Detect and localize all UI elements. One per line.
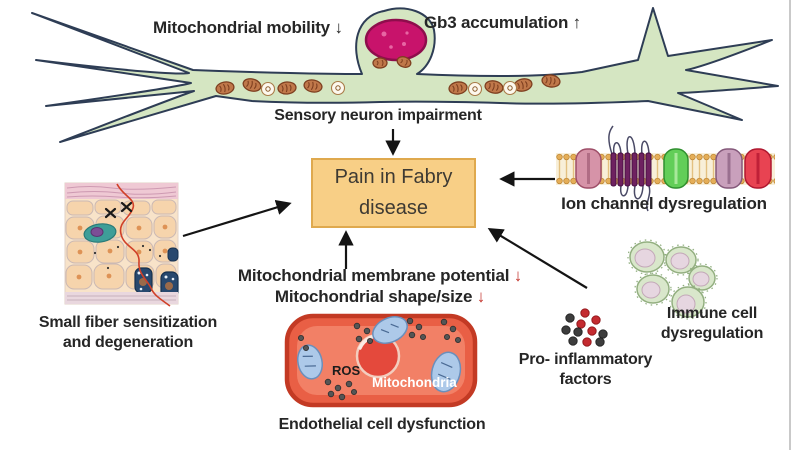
small-fiber-label: Small fiber sensitization and degenerati… [28, 313, 228, 353]
immune-line2: dysregulation [660, 325, 764, 342]
small-fiber-line2: and degeneration [62, 334, 194, 351]
degeneration-x-marks [104, 201, 133, 219]
causal-arrows [182, 129, 588, 289]
gb3-accumulation-label: Gb3 accumulation ↑ [424, 13, 581, 32]
arrow-skin-to-box [182, 200, 292, 238]
endothelial-cell-illustration [284, 313, 478, 408]
pink-channel-icon [575, 148, 602, 189]
skin-histology-illustration [64, 182, 179, 307]
shape-size-line: Mitochondrial shape/size ↓ [224, 286, 536, 307]
red-down-arrow-icon: ↓ [476, 287, 486, 307]
immune-cell-icons [627, 239, 718, 320]
ros-dots [297, 317, 461, 401]
green-channel-icon [663, 148, 689, 189]
pain-box-line2: disease [359, 197, 428, 219]
slide-edge-divider [789, 0, 791, 450]
mitochondria-label: Mitochondria [372, 375, 457, 390]
small-fiber-line1: Small fiber sensitization [38, 314, 218, 331]
immune-line1: Immune cell [666, 305, 758, 322]
sensory-neuron-illustration [31, 7, 779, 143]
membrane-potential-text: Mitochondrial membrane potential [237, 266, 510, 285]
ion-channel-dysregulation-label: Ion channel dysregulation [561, 194, 767, 213]
immune-cell-dysregulation-label: Immune cell dysregulation [637, 304, 787, 344]
blue-mitochondrion-icons [296, 316, 462, 393]
arrow-inflammatory-to-box [487, 228, 588, 289]
nerve-fiber [116, 183, 171, 307]
mitochondrial-changes-label: Mitochondrial membrane potential ↓ Mitoc… [224, 265, 536, 308]
membrane-potential-line: Mitochondrial membrane potential ↓ [224, 265, 536, 286]
langerhans-cell-icon [83, 223, 117, 243]
shape-size-text: Mitochondrial shape/size [274, 287, 473, 307]
pro-inflammatory-label: Pro- inflammatory factors [508, 350, 663, 390]
endothelial-nucleus [355, 333, 401, 379]
soma-nucleus [364, 18, 428, 62]
ion-channel-membrane-illustration [556, 125, 775, 212]
sensory-neuron-impairment-label: Sensory neuron impairment [274, 107, 482, 124]
pain-in-fabry-disease-box: Pain in Fabry disease [311, 158, 476, 228]
gb3-vesicle-icons [260, 80, 518, 97]
purple-transmembrane-protein-icon [608, 125, 652, 212]
pro-inflammatory-line2: factors [559, 371, 612, 388]
inflammatory-factor-spheres [561, 308, 608, 347]
mauve-channel-icon [715, 148, 743, 189]
axonal-mitochondria-icons [215, 56, 561, 95]
mitochondrial-mobility-label: Mitochondrial mobility ↓ [153, 18, 343, 37]
ros-label: ROS [332, 363, 361, 378]
red-channel-icon [744, 148, 772, 189]
pro-inflammatory-line1: Pro- inflammatory [518, 351, 653, 368]
endothelial-dysfunction-label: Endothelial cell dysfunction [278, 416, 486, 433]
red-down-arrow-icon: ↓ [513, 266, 523, 285]
melanin-speckles [93, 244, 162, 270]
pain-box-line1: Pain in Fabry [334, 166, 453, 188]
